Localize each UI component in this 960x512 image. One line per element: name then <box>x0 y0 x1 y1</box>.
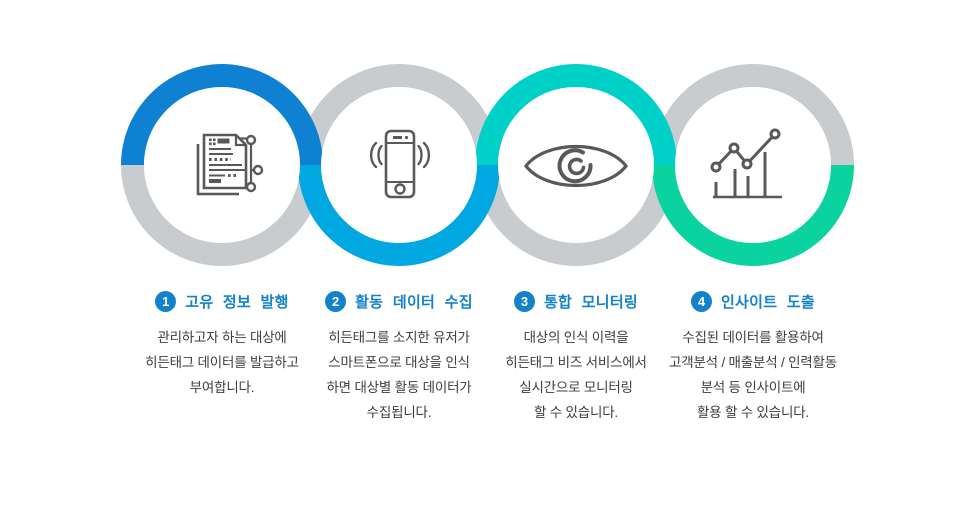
step1-description: 관리하고자 하는 대상에 히든태그 데이터를 발급하고 부여합니다. <box>145 330 299 395</box>
step1-title: 고유 정보 발행 <box>185 294 289 311</box>
step3-ring-top-half <box>475 64 677 165</box>
step1-ring-bottom-half <box>121 165 323 266</box>
document-network-icon <box>196 133 264 196</box>
step3-description: 대상의 인식 이력을 히든태그 비즈 서비스에서 실시간으로 모니터링 할 수 … <box>505 330 647 420</box>
ring-chain <box>121 64 854 266</box>
step1-number-badge: 1 <box>155 291 177 312</box>
ring-colored-halves <box>121 64 854 266</box>
step4-ring-top-half <box>652 64 854 165</box>
step3-ring-bottom-half <box>475 165 677 266</box>
step2-ring-bottom-half <box>298 165 500 266</box>
step4-title-row: 4 인사이트 도출 <box>643 291 863 312</box>
step4-ring-bottom-half <box>652 165 854 266</box>
step3-title-row: 3 통합 모니터링 <box>466 291 686 312</box>
step2-title: 활동 데이터 수집 <box>355 294 473 311</box>
eye-icon <box>523 144 629 188</box>
step2-description: 히든태그를 소지한 유저가 스마트폰으로 대상을 인식 하면 대상별 활동 데이… <box>326 330 472 420</box>
step2-number-badge: 2 <box>325 291 347 312</box>
step1-text-block: 1 고유 정보 발행 관리하고자 하는 대상에 히든태그 데이터를 발급하고 부… <box>112 291 332 400</box>
step4-description: 수집된 데이터를 활용하여 고객분석 / 매출분석 / 인력활동 분석 등 인사… <box>669 330 837 420</box>
smartphone-icon <box>369 129 431 199</box>
step4-text-block: 4 인사이트 도출 수집된 데이터를 활용하여 고객분석 / 매출분석 / 인력… <box>643 291 863 425</box>
step1-ring-top-half <box>121 64 323 165</box>
ring-gray-halves <box>121 64 854 266</box>
step2-text-block: 2 활동 데이터 수집 히든태그를 소지한 유저가 스마트폰으로 대상을 인식 … <box>289 291 509 425</box>
step4-number-badge: 4 <box>690 291 712 312</box>
step2-title-row: 2 활동 데이터 수집 <box>289 291 509 312</box>
step3-title: 통합 모니터링 <box>543 294 639 311</box>
step3-text-block: 3 통합 모니터링 대상의 인식 이력을 히든태그 비즈 서비스에서 실시간으로… <box>466 291 686 425</box>
bar-line-chart-icon <box>710 128 782 199</box>
step2-ring-top-half <box>298 64 500 165</box>
step4-title: 인사이트 도출 <box>720 294 816 311</box>
step3-number-badge: 3 <box>513 291 535 312</box>
step1-title-row: 1 고유 정보 발행 <box>112 291 332 312</box>
